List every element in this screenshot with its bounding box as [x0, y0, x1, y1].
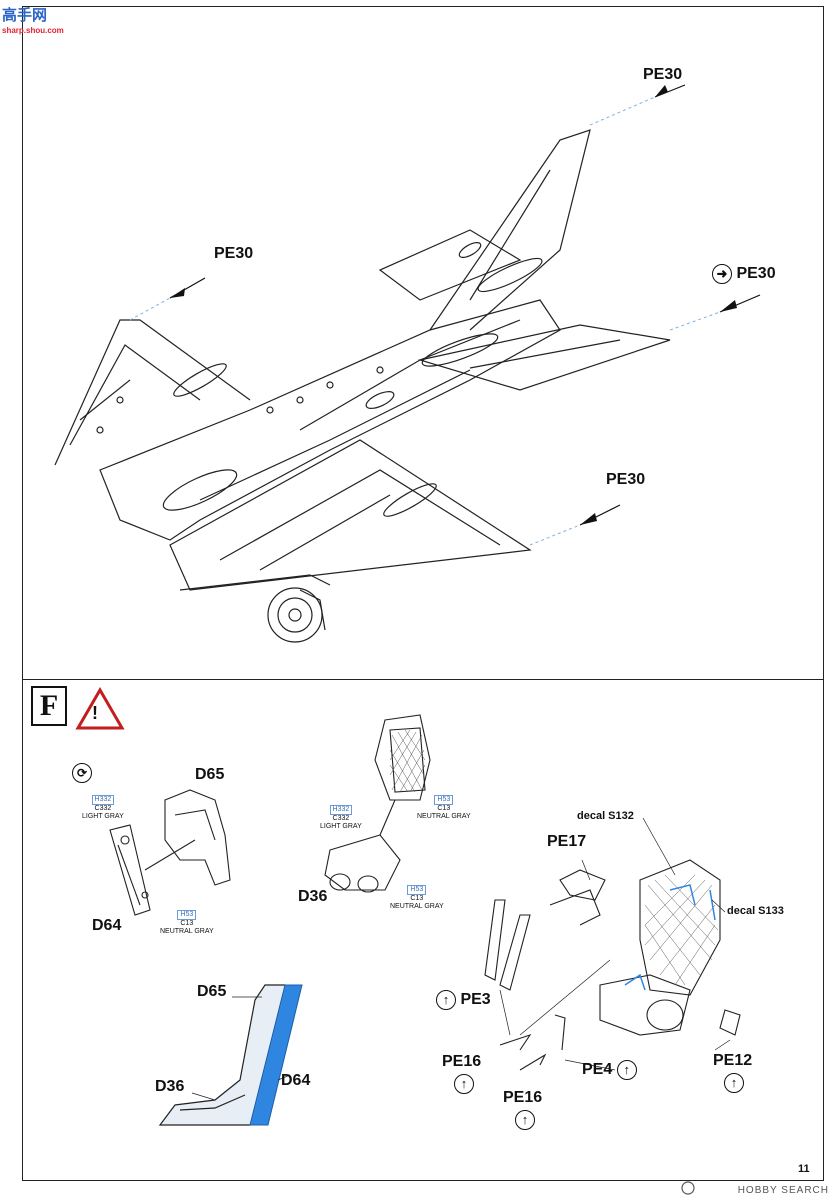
part-pe3: ↑ PE3: [436, 990, 491, 1010]
callout-pe30-left: PE30: [214, 245, 254, 262]
decal-s133: decal S133: [727, 905, 784, 917]
callout-pe30-bottom: PE30: [606, 471, 646, 488]
paint-left-light: H332 C332 LIGHT GRAY: [82, 795, 124, 820]
part-d36-top: D36: [298, 888, 328, 905]
part-pe16-b: PE16: [503, 1089, 543, 1106]
callout-pe30-right: ➜ PE30: [712, 264, 776, 284]
turn-over-icon: ↑: [616, 1060, 637, 1080]
part-pe12: PE12: [713, 1052, 753, 1069]
warning-symbol: !: [92, 703, 98, 723]
part-d65-top: D65: [195, 766, 225, 783]
section-letter: F: [39, 689, 59, 722]
decal-s132: decal S132: [577, 810, 634, 822]
pe16-b-flip-icon: ↑: [515, 1110, 535, 1130]
callout-pe30-top: PE30: [643, 66, 683, 83]
part-pe4: PE4 ↑: [582, 1060, 637, 1080]
paint-mid-light: H332 C332 LIGHT GRAY: [320, 805, 362, 830]
pe12-flip-icon: ↑: [724, 1073, 744, 1093]
paint-left-neutral: H53 C13 NEUTRAL GRAY: [160, 910, 214, 935]
section-letter-box: F: [31, 686, 67, 726]
watermark-logo: 高手网: [2, 7, 48, 24]
part-d65-bottom: D65: [197, 983, 227, 1000]
part-d64-bottom: D64: [281, 1072, 311, 1089]
page-frame: [22, 6, 824, 1181]
hobbysearch-watermark: HOBBY SEARCH: [737, 1185, 829, 1196]
turn-over-icon: ➜: [712, 264, 732, 284]
turn-over-icon: ↑: [436, 990, 456, 1010]
page-number: 11: [798, 1163, 810, 1175]
pe16-a-flip-icon: ↑: [454, 1074, 474, 1094]
part-pe17: PE17: [547, 833, 587, 850]
part-pe16-a: PE16: [442, 1053, 482, 1070]
part-d36-bottom: D36: [155, 1078, 185, 1095]
warning-icon: !: [92, 703, 98, 724]
watermark-url: sharp.shou.com: [2, 26, 64, 35]
paint-mid-neutral-top: H53 C13 NEUTRAL GRAY: [417, 795, 471, 820]
rotate-icon: ⟳: [72, 763, 92, 783]
callout-pe30-right-label: PE30: [736, 265, 776, 283]
part-d64-top: D64: [92, 917, 122, 934]
paint-mid-neutral-bottom: H53 C13 NEUTRAL GRAY: [390, 885, 444, 910]
section-divider: [22, 679, 824, 680]
